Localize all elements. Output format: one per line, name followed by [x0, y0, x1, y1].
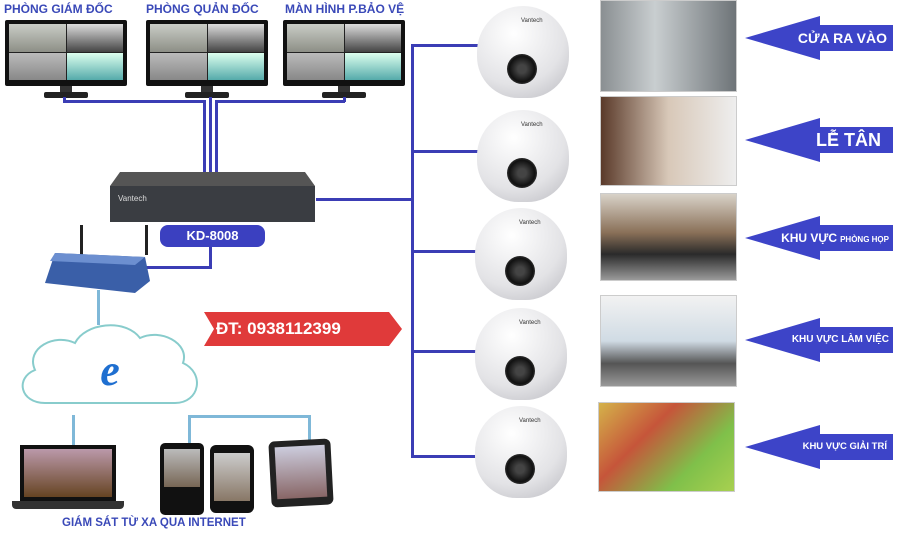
dvr-model-badge: KD-8008 — [160, 225, 265, 247]
photo-entrance — [600, 0, 737, 92]
monitor-label-security: MÀN HÌNH P.BẢO VỆ — [285, 2, 405, 16]
photo-reception — [600, 96, 737, 186]
zone-label: LỄ TÂN — [816, 130, 881, 150]
camera-3: Vantech — [475, 208, 567, 300]
phone-icon — [160, 443, 204, 515]
zone-label: CỬA RA VÀO — [797, 30, 887, 46]
zone-arrow-meeting-room: KHU VỰC PHÒNG HỌP — [745, 216, 893, 260]
zone-arrow-recreation: KHU VỰC GIẢI TRÍ — [745, 425, 893, 469]
tablet-icon — [268, 438, 334, 508]
zone-label-b: PHÒNG HỌP — [840, 235, 889, 244]
photo-meeting-room — [600, 193, 737, 281]
smartphone-icon — [210, 445, 254, 513]
remote-caption: GIÁM SÁT TỪ XA QUA INTERNET — [62, 517, 246, 529]
zone-arrow-entrance: CỬA RA VÀO — [745, 16, 893, 60]
internet-cloud: e — [15, 318, 205, 418]
phone-banner: ĐT: 0938112399 — [204, 312, 402, 346]
dvr-model: KD-8008 — [186, 228, 239, 243]
camera-brand: Vantech — [519, 418, 541, 424]
zone-arrow-reception: LỄ TÂN — [745, 118, 893, 162]
camera-4: Vantech — [475, 308, 567, 400]
monitor-label-director: PHÒNG GIÁM ĐỐC — [4, 2, 113, 16]
zone-label: KHU VỰC PHÒNG HỌP — [781, 216, 889, 260]
camera-1: Vantech — [477, 6, 569, 98]
camera-brand: Vantech — [521, 18, 543, 24]
laptop-icon — [12, 445, 124, 509]
dvr-brand: Vantech — [118, 194, 147, 203]
photo-recreation — [598, 402, 735, 492]
phone-number: ĐT: 0938112399 — [216, 319, 341, 338]
zone-label-a: KHU VỰC — [781, 231, 838, 245]
photo-workspace — [600, 295, 737, 387]
router — [45, 225, 155, 293]
internet-explorer-icon: e — [100, 346, 120, 395]
camera-brand: Vantech — [519, 320, 541, 326]
zone-arrow-workspace: KHU VỰC LÀM VIỆC — [745, 318, 893, 362]
camera-brand: Vantech — [519, 220, 541, 226]
zone-label: KHU VỰC GIẢI TRÍ — [802, 441, 887, 452]
zone-label: KHU VỰC LÀM VIỆC — [791, 334, 889, 345]
camera-2: Vantech — [477, 110, 569, 202]
monitor-label-foreman: PHÒNG QUẢN ĐỐC — [146, 2, 259, 16]
camera-5: Vantech — [475, 406, 567, 498]
dvr-recorder: Vantech — [110, 172, 315, 222]
camera-brand: Vantech — [521, 122, 543, 128]
